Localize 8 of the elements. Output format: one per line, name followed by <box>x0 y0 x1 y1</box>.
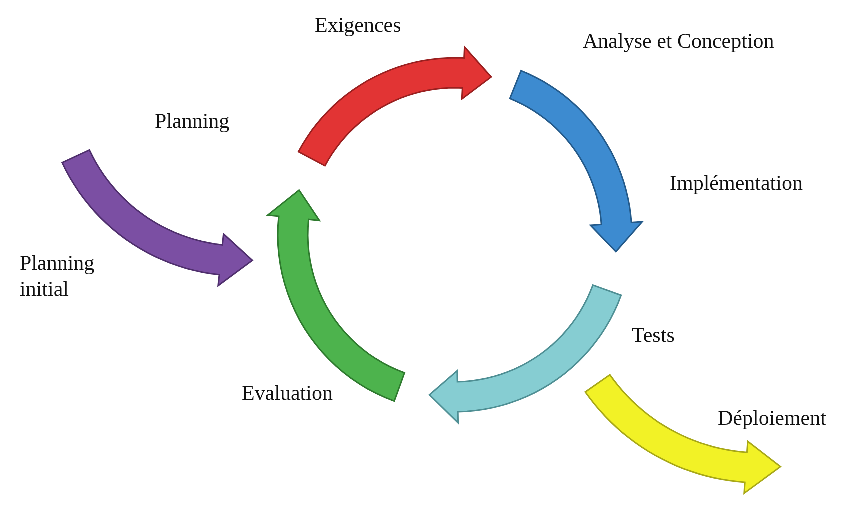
phase-label: Evaluation <box>242 380 333 406</box>
phase-label: Planning initial <box>20 250 96 302</box>
phase-label: Déploiement <box>718 405 826 431</box>
phase-label: Exigences <box>315 12 402 38</box>
phase-label: Tests <box>632 322 675 348</box>
phase-label: Analyse et Conception <box>583 28 774 54</box>
phase-label: Planning <box>155 108 230 134</box>
phase-label: Implémentation <box>670 170 803 196</box>
